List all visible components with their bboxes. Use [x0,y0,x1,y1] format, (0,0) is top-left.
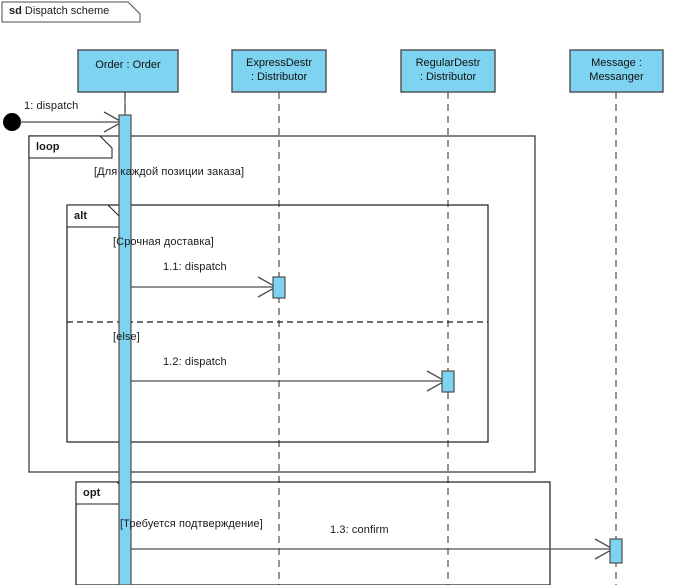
diagram-title-text: Dispatch scheme [24,5,110,17]
activation-bar-order [118,114,132,585]
lifeline-label-order: Order : Order [78,58,178,72]
lifeline-label-express-distributor: ExpressDestr : Distributor [232,56,326,84]
lifeline-label-regular-distributor: RegularDestr : Distributor [401,56,495,84]
diagram-title: sd Dispatch scheme [9,5,109,17]
found-message-start-dot [3,113,21,131]
opt-fragment-guard: [Требуется подтверждение] [120,518,263,530]
lifeline-head-order[interactable] [77,49,179,93]
alt-fragment-keyword: alt [74,210,88,222]
diagram-kind-keyword: sd [9,5,22,17]
alt-fragment-frame [66,204,489,443]
message-label-1-2-dispatch: 1.2: dispatch [163,356,227,368]
lifeline-label-order-line1: Order : Order [95,59,161,71]
lifeline-label-regular-distributor-line2: : Distributor [419,71,477,83]
loop-fragment-frame [28,135,536,473]
lifeline-head-regular-distributor[interactable] [400,49,496,93]
lifeline-label-express-distributor-line1: ExpressDestr [245,57,313,69]
opt-fragment-frame [75,481,551,585]
lifeline-label-regular-distributor-line1: RegularDestr [415,57,481,69]
loop-fragment-keyword: loop [36,141,60,153]
lifeline-label-express-distributor-line2: : Distributor [250,71,308,83]
lifeline-label-messenger-line2: Messanger [589,71,644,83]
opt-fragment-keyword: opt [83,487,101,499]
loop-fragment-guard: [Для каждой позиции заказа] [94,166,245,178]
alt-fragment-guard-2: [else] [113,331,140,343]
lifeline-label-messenger: Message : Messanger [570,56,663,84]
message-label-1-dispatch: 1: dispatch [24,100,79,112]
message-label-1-1-dispatch: 1.1: dispatch [163,261,227,273]
lifeline-label-messenger-line1: Message : [591,57,642,69]
loop-fragment-tab [28,135,113,159]
diagram-frame-tab [1,1,141,23]
activation-bar-express-distributor [272,276,286,299]
message-label-1-3-confirm: 1.3: confirm [330,524,389,536]
alt-fragment-guard-1: [Срочная доставка] [113,236,214,248]
activation-bar-messenger [609,538,623,564]
lifeline-head-messenger[interactable] [569,49,664,93]
activation-bar-regular-distributor [441,370,455,393]
